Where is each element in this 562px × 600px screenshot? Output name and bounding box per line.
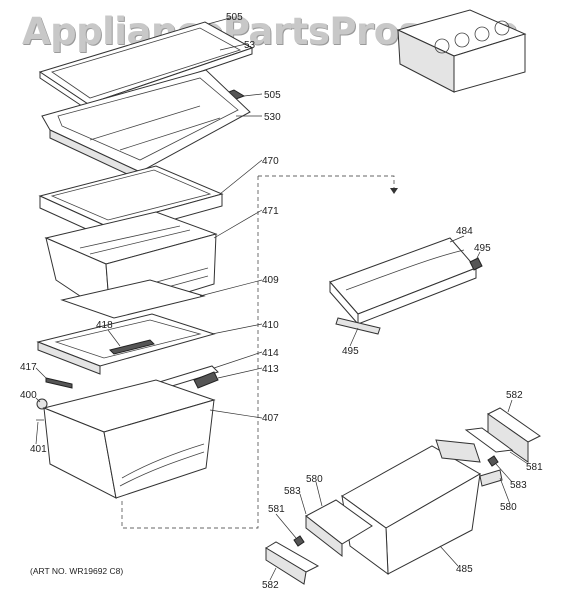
label-582-bottom: 582 bbox=[262, 580, 279, 591]
art-number: (ART NO. WR19692 C8) bbox=[30, 566, 124, 576]
part-number-labels: 505 53 505 530 470 471 409 418 410 414 4… bbox=[20, 12, 543, 591]
part-471-pan bbox=[44, 211, 218, 317]
label-471: 471 bbox=[262, 206, 279, 217]
label-417: 417 bbox=[20, 362, 37, 373]
label-583-right: 583 bbox=[510, 480, 527, 491]
label-582-top: 582 bbox=[506, 390, 523, 401]
label-485: 485 bbox=[456, 564, 473, 575]
label-407: 407 bbox=[262, 413, 279, 424]
part-top-right-tray bbox=[396, 9, 527, 93]
part-485-snack-pan bbox=[341, 439, 481, 576]
label-410: 410 bbox=[262, 320, 279, 331]
part-582-divider-top bbox=[487, 407, 541, 463]
part-581-583-580-right bbox=[464, 427, 514, 487]
label-505-top: 505 bbox=[226, 12, 243, 23]
label-413: 413 bbox=[262, 364, 279, 375]
label-495-right: 495 bbox=[474, 243, 491, 254]
label-409: 409 bbox=[262, 275, 279, 286]
label-581-left: 581 bbox=[268, 504, 285, 515]
label-400: 400 bbox=[20, 390, 37, 401]
part-417-bar bbox=[45, 377, 73, 389]
label-53x: 53 bbox=[244, 40, 256, 51]
label-530: 530 bbox=[264, 112, 281, 123]
part-410-crisper-frame bbox=[36, 313, 216, 375]
label-581-right: 581 bbox=[526, 462, 543, 473]
label-580-right: 580 bbox=[500, 502, 517, 513]
dashed-connector-line bbox=[121, 175, 398, 529]
part-407-drawer bbox=[42, 379, 216, 499]
part-484-cover bbox=[329, 237, 483, 335]
label-580-left: 580 bbox=[306, 474, 323, 485]
label-401: 401 bbox=[30, 444, 47, 455]
label-418: 418 bbox=[96, 320, 113, 331]
label-484: 484 bbox=[456, 226, 473, 237]
label-414: 414 bbox=[262, 348, 279, 359]
leader-lines bbox=[35, 17, 529, 581]
part-580-divider-left bbox=[305, 499, 373, 558]
part-581-582-left bbox=[265, 535, 320, 585]
label-583-left: 583 bbox=[284, 486, 301, 497]
label-505-bracket: 505 bbox=[264, 90, 281, 101]
label-470: 470 bbox=[262, 156, 279, 167]
label-495-left: 495 bbox=[342, 346, 359, 357]
part-409-glass bbox=[60, 279, 206, 319]
